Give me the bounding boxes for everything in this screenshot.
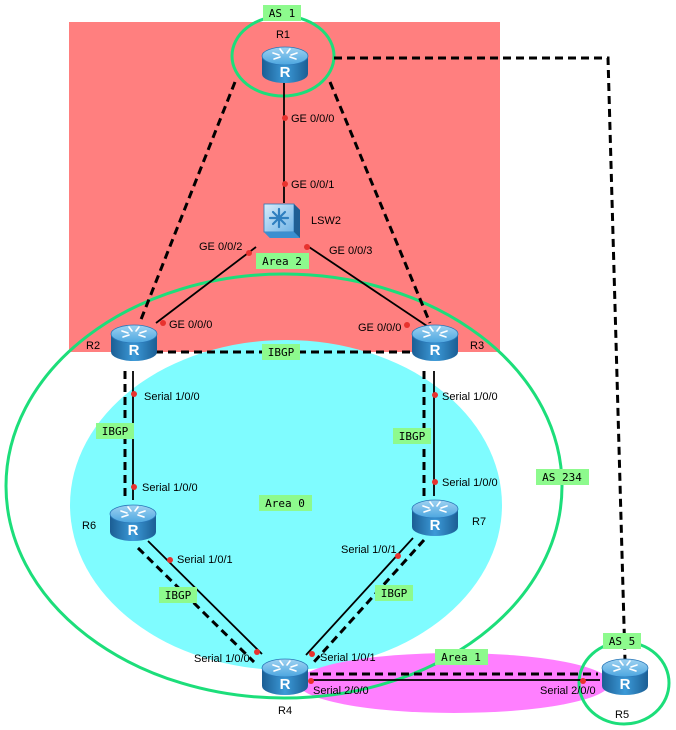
area-tag-text: Area 0 <box>265 497 305 510</box>
router-icon <box>109 504 157 542</box>
port-label: GE 0/0/0 <box>291 113 334 125</box>
as-tag-text: AS 5 <box>609 635 636 648</box>
device-label: R1 <box>276 29 290 41</box>
ebgp-r1-r2 <box>138 81 237 323</box>
bgp-sessions <box>123 56 627 676</box>
router-icon <box>601 658 649 696</box>
area1-region <box>298 653 610 713</box>
port-dot <box>282 181 288 187</box>
port-label: GE 0/0/0 <box>358 322 401 334</box>
tag-ibgp-r6-r4: IBGP <box>159 587 197 603</box>
router-r1[interactable]: R1 <box>261 29 309 84</box>
ibgp-r7-r4 <box>312 538 426 664</box>
port-dot <box>395 553 401 559</box>
port-label: Serial 2/0/0 <box>313 685 369 697</box>
port-dot <box>131 391 137 397</box>
router-r7[interactable]: R7 <box>411 499 486 537</box>
device-label: R5 <box>615 709 629 721</box>
tag-area0: Area 0 <box>259 495 312 511</box>
ibgp-tag-text: IBGP <box>268 346 295 359</box>
port-dot <box>432 392 438 398</box>
tag-area2: Area 2 <box>256 253 309 269</box>
router-icon <box>411 499 459 537</box>
link-lsw2-r3 <box>305 244 428 327</box>
port-dot <box>160 320 166 326</box>
ibgp-tag-text: IBGP <box>381 587 408 600</box>
device-label: R6 <box>82 520 96 532</box>
port-label: Serial 1/0/0 <box>194 653 250 665</box>
area-tag-text: Area 1 <box>441 651 481 664</box>
router-r3[interactable]: R3 <box>411 324 484 362</box>
ibgp-tag-text: IBGP <box>165 589 192 602</box>
port-label: Serial 2/0/0 <box>540 685 596 697</box>
ibgp-tag-text: IBGP <box>102 425 129 438</box>
port-label: Serial 1/0/0 <box>144 391 200 403</box>
port-label: Serial 1/0/0 <box>442 477 498 489</box>
tag-ibgp-r7-r4: IBGP <box>375 585 413 601</box>
l3-switch-icon <box>262 202 302 240</box>
link-lsw2-r2 <box>155 246 257 324</box>
port-label: GE 0/0/0 <box>169 319 212 331</box>
port-dot <box>432 479 438 485</box>
link-r7-r4 <box>305 537 414 656</box>
port-dot <box>308 678 314 684</box>
tag-as5: AS 5 <box>603 633 641 649</box>
port-dots <box>131 115 586 684</box>
port-dot <box>131 484 137 490</box>
port-dot <box>580 678 586 684</box>
switch-lsw2[interactable]: LSW2 <box>262 202 341 240</box>
port-label: Serial 1/0/0 <box>142 482 198 494</box>
port-dot <box>282 115 288 121</box>
router-r4[interactable]: R4 <box>261 658 309 717</box>
as-tag-text: AS 234 <box>542 471 582 484</box>
router-icon <box>261 46 309 84</box>
ebgp-r1-r3 <box>328 81 432 324</box>
port-label: Serial 1/0/1 <box>341 544 397 556</box>
tag-ibgp-r2-r3: IBGP <box>262 344 300 360</box>
ibgp-tag-text: IBGP <box>399 430 426 443</box>
port-dot <box>309 651 315 657</box>
port-label: Serial 1/0/1 <box>320 652 376 664</box>
port-label: GE 0/0/3 <box>329 245 372 257</box>
router-r2[interactable]: R2 <box>86 324 158 362</box>
tag-as234: AS 234 <box>536 469 589 485</box>
ebgp-r1-r5 <box>334 56 627 661</box>
router-icon <box>110 324 158 362</box>
port-label: Serial 1/0/1 <box>177 554 233 566</box>
as-tag-text: AS 1 <box>269 7 296 20</box>
router-r6[interactable]: R6 <box>82 504 157 542</box>
device-label: R4 <box>278 705 292 717</box>
tag-ibgp-r3-r7: IBGP <box>393 428 431 444</box>
link-r6-r4 <box>147 540 263 655</box>
device-label: R3 <box>470 340 484 352</box>
port-dot <box>404 322 410 328</box>
tag-ibgp-r2-r6: IBGP <box>96 423 134 439</box>
tag-area1: Area 1 <box>435 649 488 665</box>
port-dot <box>304 244 310 250</box>
as234-boundary <box>4 272 564 700</box>
router-icon <box>411 324 459 362</box>
device-label: R2 <box>86 340 100 352</box>
tag-as1: AS 1 <box>263 5 301 21</box>
port-label: Serial 1/0/0 <box>442 391 498 403</box>
port-label: GE 0/0/1 <box>291 179 334 191</box>
area-tag-text: Area 2 <box>262 255 302 268</box>
device-label: R7 <box>472 516 486 528</box>
device-label: LSW2 <box>311 215 341 227</box>
port-dot <box>167 557 173 563</box>
router-r5[interactable]: R5 <box>601 658 649 721</box>
router-icon <box>261 658 309 696</box>
port-label: GE 0/0/2 <box>199 241 242 253</box>
port-dot <box>246 250 252 256</box>
ibgp-r6-r4 <box>136 546 256 664</box>
port-dot <box>254 649 260 655</box>
